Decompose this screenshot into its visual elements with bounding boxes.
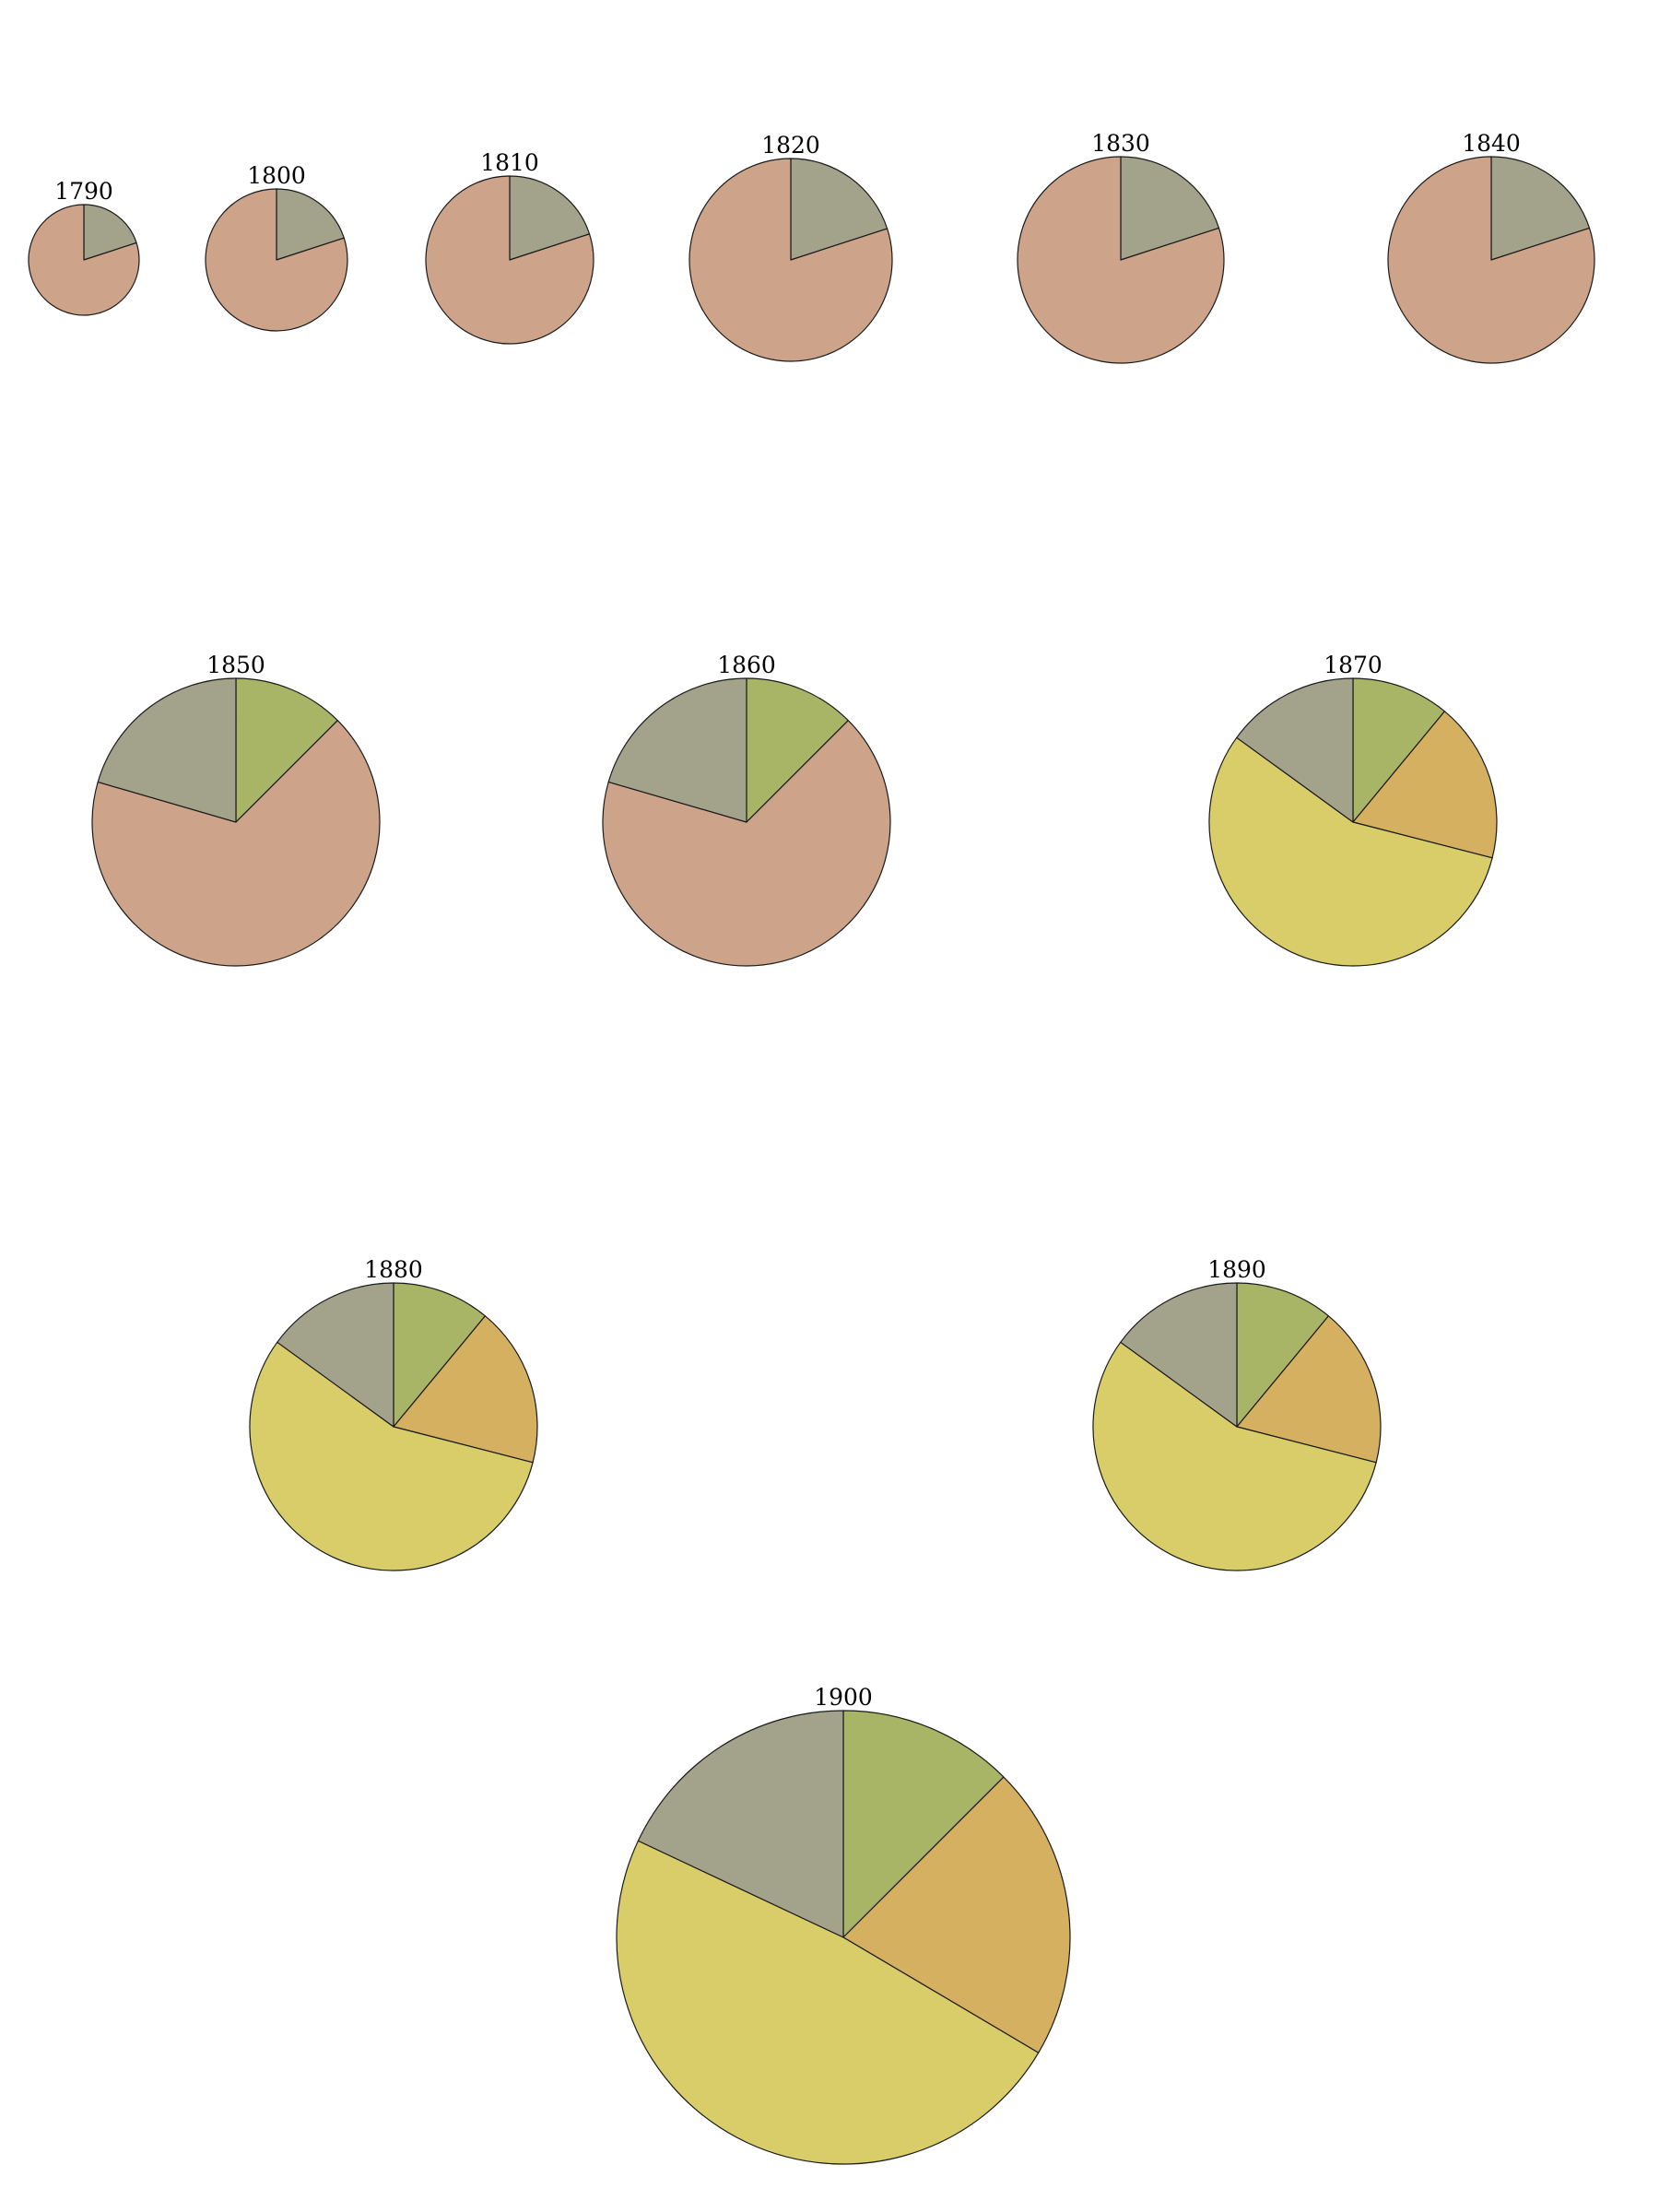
pie-1900: 1900 (616, 1684, 1071, 2165)
pie-slice-green (235, 677, 338, 823)
pie-slice-orange (1352, 711, 1498, 859)
pie-1860: 1860 (602, 652, 891, 967)
pie-slice-yellow (1092, 1341, 1377, 1571)
pie-slice-salmon (602, 720, 891, 967)
pie-slice-salmon (91, 720, 381, 967)
pie-1840: 1840 (1387, 130, 1595, 364)
pie-slice-green (1236, 1282, 1330, 1428)
pie-slice-green (1352, 677, 1446, 823)
pie-slice-salmon (1387, 156, 1595, 364)
pie-label: 1850 (206, 652, 265, 678)
pie-slice-orange (1236, 1315, 1382, 1464)
pie-label: 1880 (364, 1256, 423, 1283)
pie-slice-salmon (425, 175, 594, 345)
pie-slice-gray (276, 1282, 394, 1428)
pie-slice-salmon (28, 204, 140, 316)
pie-label: 1860 (717, 652, 776, 678)
pie-slice-green (746, 677, 849, 823)
pie-1800: 1800 (205, 162, 348, 332)
pie-slice-gray (509, 175, 591, 261)
pie-slice-gray (1490, 156, 1591, 261)
pie-label: 1840 (1462, 130, 1521, 157)
pie-slice-orange (842, 1776, 1071, 2053)
pie-1790: 1790 (28, 178, 140, 316)
pie-label: 1900 (814, 1684, 873, 1711)
pie-slice-gray (276, 188, 345, 261)
pie-slice-gray (83, 204, 137, 261)
pie-label: 1890 (1207, 1256, 1266, 1283)
pie-slice-green (393, 1282, 487, 1428)
pie-label: 1810 (480, 149, 539, 176)
pie-1880: 1880 (249, 1256, 538, 1571)
pie-slice-yellow (1208, 736, 1493, 967)
pie-1830: 1830 (1017, 130, 1225, 364)
pie-slice-gray (1236, 677, 1354, 823)
pie-slice-gray (790, 158, 888, 261)
pie-slice-gray (607, 677, 747, 823)
pie-1890: 1890 (1092, 1256, 1382, 1571)
pie-slice-salmon (205, 188, 348, 332)
pie-1850: 1850 (91, 652, 381, 967)
pie-label: 1790 (54, 178, 113, 205)
pie-slice-yellow (616, 1840, 1040, 2165)
pie-label: 1870 (1324, 652, 1382, 678)
pie-slice-orange (393, 1315, 538, 1464)
pie-1870: 1870 (1208, 652, 1498, 967)
pie-slice-salmon (1017, 156, 1225, 364)
pie-slice-gray (1120, 1282, 1238, 1428)
pie-1820: 1820 (688, 132, 893, 362)
pie-label: 1800 (247, 162, 306, 189)
pie-slice-gray (1120, 156, 1220, 261)
pie-1810: 1810 (425, 149, 594, 345)
pie-slice-yellow (249, 1341, 534, 1571)
pie-label: 1820 (761, 132, 820, 159)
pie-slice-green (842, 1710, 1005, 1938)
pie-slice-gray (97, 677, 237, 823)
pie-slice-salmon (688, 158, 893, 362)
pie-slice-gray (637, 1710, 844, 1938)
pie-label: 1830 (1091, 130, 1150, 157)
